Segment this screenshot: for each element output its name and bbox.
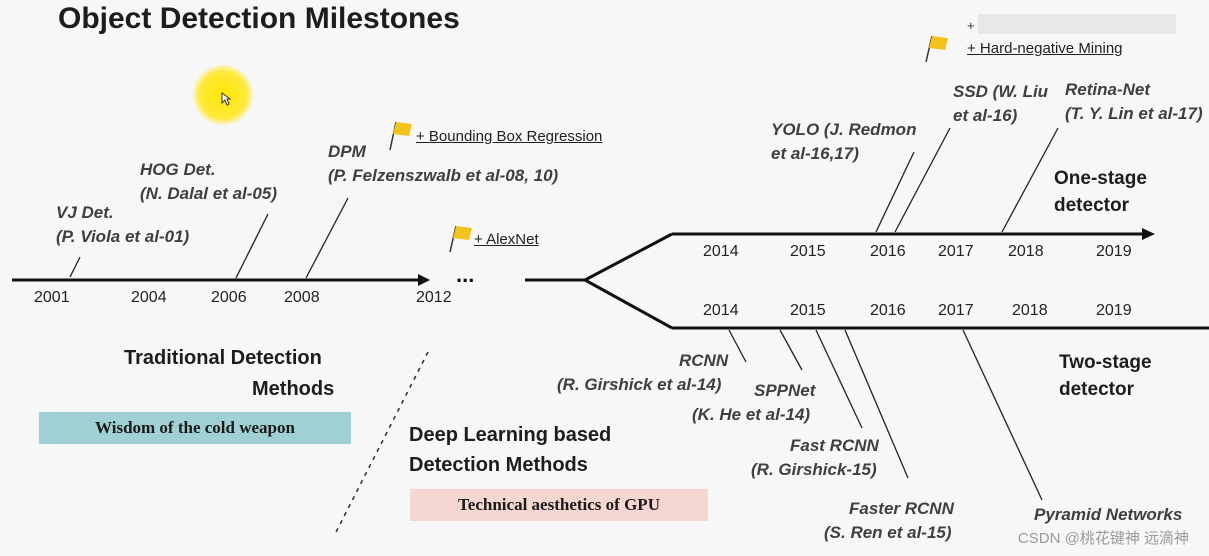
detector-name: Retina-Net (1065, 80, 1151, 99)
year-label: 2017 (938, 302, 974, 319)
year-label: 2001 (34, 289, 70, 306)
year-label: 2019 (1096, 302, 1132, 319)
era-divider (333, 351, 429, 537)
sppnet-pointer (779, 329, 803, 371)
retinanet-pointer (1001, 127, 1059, 233)
year-label: 2004 (131, 289, 167, 306)
detector-name: HOG Det. (140, 160, 216, 179)
vj-pointer (69, 256, 81, 278)
traditional-axis-arrowhead (418, 274, 430, 286)
ssd-pointer (894, 127, 951, 233)
fpn-pointer (962, 329, 1043, 501)
year-label: 2015 (790, 243, 826, 260)
detector-author: (N. Dalal et al-05) (140, 184, 277, 203)
detector-name: Fast RCNN (790, 436, 879, 455)
dpm-pointer (305, 197, 349, 279)
fast-rcnn-pointer (815, 329, 863, 429)
alexnet-note: + AlexNet (474, 231, 539, 248)
two-stage-label: Two-stage (1059, 352, 1152, 373)
detector-author: (R. Girshick et al-14) (557, 375, 722, 394)
watermark: CSDN @桃花键神 远滴神 (1017, 530, 1189, 547)
year-label: 2006 (211, 289, 247, 306)
year-label: 2014 (703, 302, 739, 319)
year-label: 2018 (1008, 243, 1044, 260)
pointer-icon (221, 92, 231, 106)
year-label: 2014 (703, 243, 739, 260)
one-stage-arrowhead (1142, 228, 1155, 240)
hog-pointer (235, 213, 269, 279)
detector-author: (T. Y. Lin et al-17) (1065, 104, 1203, 123)
flag-icon (925, 35, 948, 63)
detector-author: (K. He et al-14) (692, 405, 811, 424)
year-label: 2019 (1096, 243, 1132, 260)
gpu-banner: Technical aesthetics of GPU (410, 489, 708, 521)
cold-weapon-banner: Wisdom of the cold weapon (39, 412, 351, 444)
bbox-regression-note: + Bounding Box Regression (416, 128, 603, 145)
detector-name: DPM (328, 142, 366, 161)
faded-top-bar (978, 14, 1176, 34)
year-label: 2012 (416, 289, 452, 306)
detector-author: (R. Girshick-15) (751, 460, 877, 479)
detector-author: et al-16,17) (771, 144, 859, 163)
year-label: 2017 (938, 243, 974, 260)
detector-author: (S. Ren et al-15) (824, 523, 952, 542)
split-upper (584, 232, 673, 282)
detector-author: et al-16) (953, 106, 1018, 125)
year-label: 2018 (1012, 302, 1048, 319)
detector-name: Faster RCNN (849, 499, 954, 518)
year-label: 2008 (284, 289, 320, 306)
detector-name: SPPNet (754, 381, 816, 400)
rcnn-pointer (728, 329, 747, 363)
year-label: 2016 (870, 302, 906, 319)
one-stage-label-line2: detector (1054, 195, 1129, 216)
plus-mark: + (967, 18, 975, 33)
deep-learning-heading: Deep Learning based (409, 424, 612, 446)
flag-icon (449, 225, 472, 253)
year-label: 2015 (790, 302, 826, 319)
yolo-pointer (875, 151, 915, 233)
two-stage-label-line2: detector (1059, 379, 1134, 400)
detector-author: (P. Felzenszwalb et al-08, 10) (328, 166, 559, 185)
year-label: 2016 (870, 243, 906, 260)
detector-name: SSD (W. Liu (953, 82, 1049, 101)
flag-icon (389, 121, 412, 151)
ellipsis: ... (456, 262, 475, 287)
traditional-heading: Traditional Detection (124, 347, 322, 369)
detector-name: YOLO (J. Redmon (771, 120, 917, 139)
detector-name: RCNN (679, 351, 729, 370)
detector-author: (P. Viola et al-01) (56, 227, 190, 246)
detector-name: Pyramid Networks (1034, 505, 1183, 524)
faster-rcnn-pointer (844, 329, 909, 479)
deep-learning-heading-line2: Detection Methods (409, 454, 588, 476)
slide-title: Object Detection Milestones (58, 2, 460, 35)
one-stage-label: One-stage (1054, 168, 1147, 189)
split-lower (584, 278, 673, 330)
traditional-heading-line2: Methods (252, 378, 335, 400)
detector-name: VJ Det. (56, 203, 114, 222)
hard-negative-note: + Hard-negative Mining (967, 40, 1123, 57)
